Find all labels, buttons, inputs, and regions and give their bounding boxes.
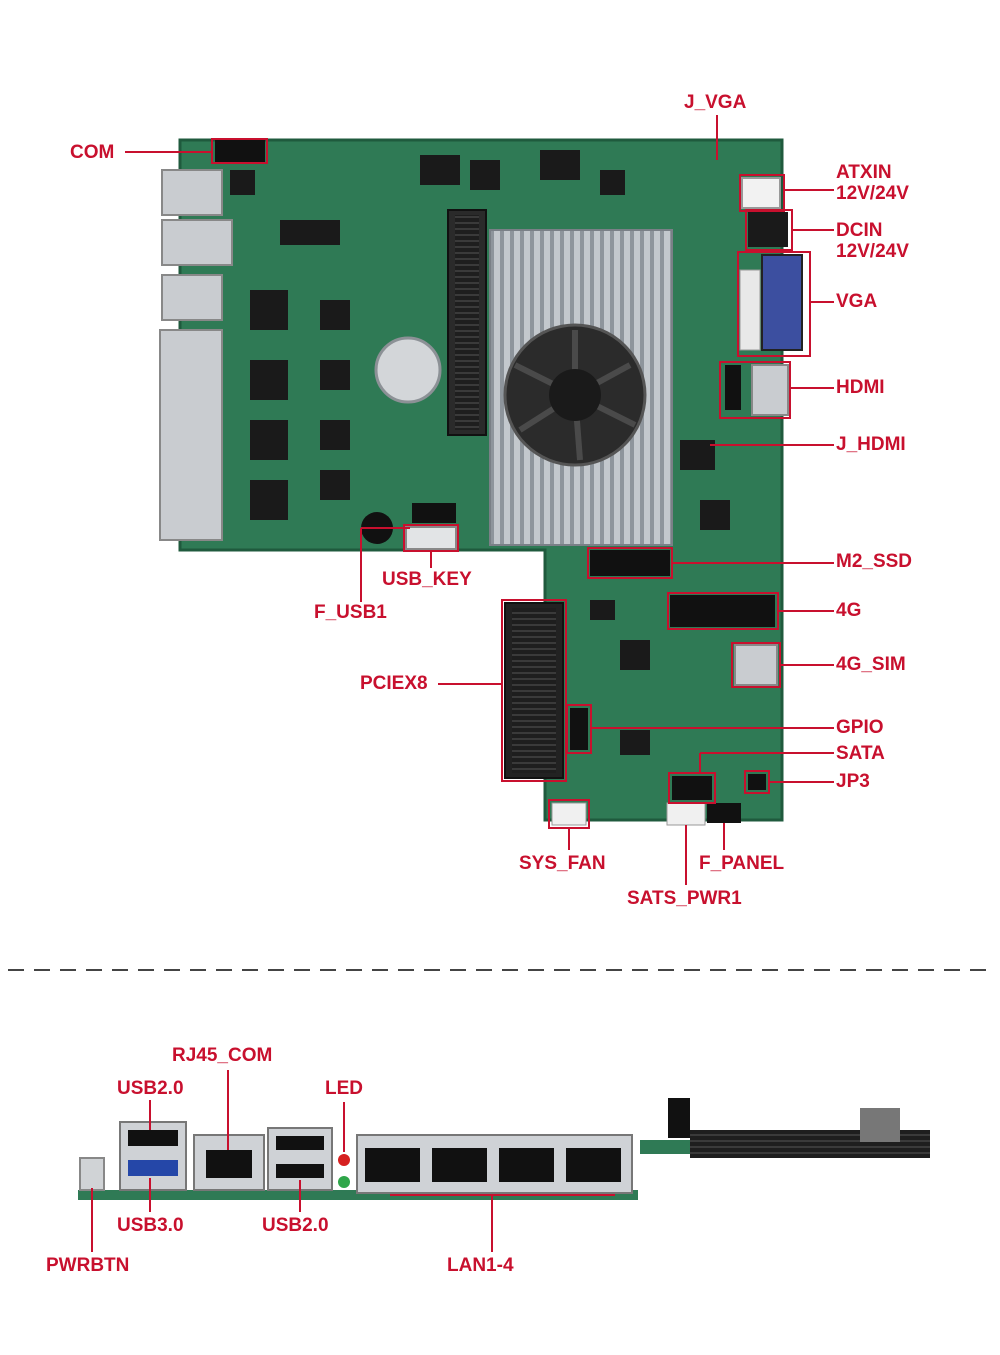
hdmi-connector (751, 364, 789, 416)
label-gpio: GPIO (836, 717, 884, 738)
usb-key-port (405, 526, 457, 550)
io-led-red (338, 1154, 350, 1166)
label-pciex8: PCIEX8 (360, 673, 428, 694)
4g-sim-slot (734, 644, 778, 686)
label-4g-sim: 4G_SIM (836, 654, 906, 675)
m2-ssd-slot (590, 550, 670, 576)
label-jp3: JP3 (836, 771, 870, 792)
label-sata: SATA (836, 743, 885, 764)
left-io-usb (161, 169, 223, 216)
label-sys-fan: SYS_FAN (519, 853, 606, 874)
sata-port (672, 776, 712, 800)
f-panel-header (707, 803, 741, 823)
label-rj45-com: RJ45_COM (172, 1045, 273, 1066)
label-atxin: ATXIN 12V/24V (836, 162, 909, 204)
label-lan1-4: LAN1-4 (447, 1255, 514, 1276)
label-m2-ssd: M2_SSD (836, 551, 913, 572)
gpio-header (570, 708, 588, 750)
io-led-green (338, 1176, 350, 1188)
dcin-connector (748, 212, 788, 247)
label-sats-pwr1: SATS_PWR1 (627, 888, 742, 909)
callout-lines (125, 115, 834, 885)
atxin-connector (741, 177, 781, 209)
sys-fan-header (551, 802, 587, 826)
label-dcin-line2: 12V/24V (836, 241, 909, 262)
pcb-components (230, 150, 730, 755)
io-callout-lines (91, 1070, 615, 1252)
label-usb20-top: USB2.0 (117, 1078, 184, 1099)
4g-slot (670, 595, 775, 627)
label-usb30: USB3.0 (117, 1215, 184, 1236)
label-atxin-line1: ATXIN (836, 162, 892, 183)
label-vga: VGA (836, 291, 878, 312)
jp3-jumper (748, 774, 766, 790)
label-led: LED (325, 1078, 363, 1099)
io-power-button (79, 1157, 105, 1191)
label-f-usb1: F_USB1 (314, 602, 387, 623)
label-usb-key: USB_KEY (382, 569, 472, 590)
label-j-vga: J_VGA (684, 92, 747, 113)
f-usb1-header (412, 503, 456, 523)
left-io-lan-block (159, 329, 223, 541)
label-usb20-bottom: USB2.0 (262, 1215, 329, 1236)
label-com: COM (70, 142, 115, 163)
label-j-hdmi: J_HDMI (836, 434, 906, 455)
left-io-usb2 (161, 274, 223, 321)
label-hdmi: HDMI (836, 377, 885, 398)
label-atxin-line2: 12V/24V (836, 183, 909, 204)
sats-pwr1-header (666, 802, 706, 826)
j-vga-header (739, 269, 761, 351)
j-hdmi-header (725, 365, 741, 410)
label-f-panel: F_PANEL (699, 853, 785, 874)
label-dcin: DCIN 12V/24V (836, 220, 909, 262)
label-4g: 4G (836, 600, 862, 621)
vga-connector (761, 254, 803, 351)
cmos-battery (374, 336, 442, 404)
label-pwrbtn: PWRBTN (46, 1255, 130, 1276)
io-pcb-edge (78, 1190, 638, 1200)
label-dcin-line1: DCIN (836, 220, 883, 241)
left-io-rj45-com (161, 219, 233, 266)
